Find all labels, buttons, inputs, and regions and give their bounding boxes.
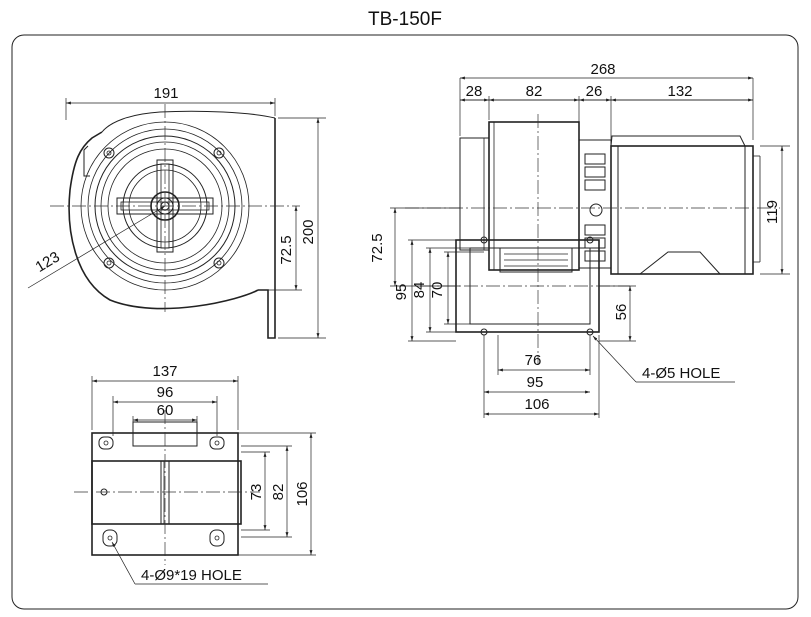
side-view: 268 28 82 26 132 119 72.5 95 84 70 bbox=[369, 61, 790, 418]
base-view: 137 96 60 73 82 106 4-Ø9*19 HOLE bbox=[74, 363, 316, 585]
dim-95-left: 95 bbox=[393, 284, 410, 301]
side-motor bbox=[610, 145, 754, 275]
dim-106-base: 106 bbox=[294, 481, 311, 506]
dim-28: 28 bbox=[466, 83, 483, 100]
dim-96: 96 bbox=[157, 384, 174, 401]
base-blower-body bbox=[91, 460, 242, 525]
side-motor-foot bbox=[639, 251, 721, 275]
dim-26: 26 bbox=[586, 83, 603, 100]
dim-200: 200 bbox=[300, 219, 317, 244]
dim-119: 119 bbox=[764, 200, 781, 224]
dim-132: 132 bbox=[667, 83, 692, 100]
dim-56: 56 bbox=[613, 304, 630, 321]
dim-60: 60 bbox=[157, 402, 174, 419]
dim-95-bottom: 95 bbox=[527, 374, 544, 391]
dim-191: 191 bbox=[153, 85, 178, 102]
drawing-border bbox=[11, 34, 799, 610]
dim-84: 84 bbox=[411, 282, 428, 299]
base-slotted-holes bbox=[98, 436, 225, 547]
front-housing-outline bbox=[258, 118, 276, 339]
dim-72-5-side: 72.5 bbox=[369, 233, 386, 262]
dim-76: 76 bbox=[525, 352, 542, 369]
front-view: 191 200 72.5 123 bbox=[27, 85, 326, 339]
dim-268: 268 bbox=[590, 61, 615, 78]
dim-82-base: 82 bbox=[270, 484, 287, 501]
dim-137: 137 bbox=[152, 363, 177, 380]
drawing-title: TB-150F bbox=[368, 9, 442, 30]
front-bolts bbox=[103, 147, 225, 269]
base-hole-note: 4-Ø9*19 HOLE bbox=[141, 567, 242, 584]
side-hole-note: 4-Ø5 HOLE bbox=[642, 365, 720, 382]
dim-72-5-front: 72.5 bbox=[278, 235, 295, 264]
dim-82-side: 82 bbox=[526, 83, 543, 100]
front-scroll-outline bbox=[68, 131, 259, 310]
dim-73: 73 bbox=[248, 484, 265, 501]
dim-106-side: 106 bbox=[524, 396, 549, 413]
side-base-holes bbox=[480, 236, 594, 336]
dim-123: 123 bbox=[33, 248, 63, 275]
dim-70: 70 bbox=[429, 282, 446, 299]
